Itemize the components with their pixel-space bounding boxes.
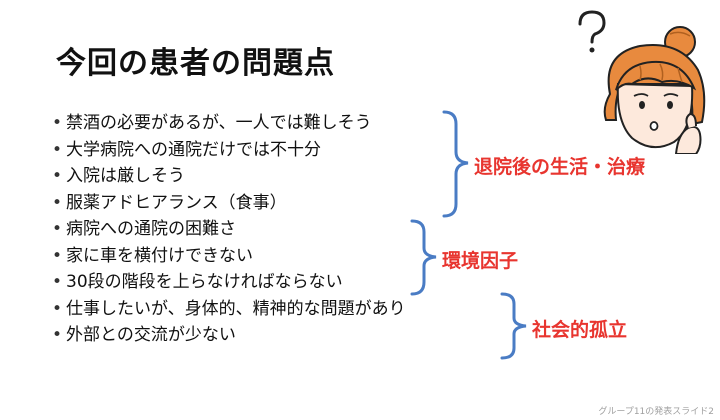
group-label-isolation: 社会的孤立 xyxy=(532,319,628,341)
bullet-text: 服薬アドヒアランス（食事） xyxy=(66,192,287,213)
bullet-text: 入院は厳しそう xyxy=(66,166,185,186)
bullet-item: •入院は厳しそう xyxy=(52,163,406,190)
group-label-environment: 環境因子 xyxy=(442,250,519,272)
bullet-text: 外部との交流が少ない xyxy=(66,325,236,345)
bullet-text: 30段の階段を上らなければならない xyxy=(66,272,343,292)
bullet-dot: • xyxy=(52,113,63,133)
bullet-item: •仕事したいが、身体的、精神的な問題があり xyxy=(52,296,406,323)
bullet-list: •禁酒の必要があるが、一人では難しそう •大学病院への通院だけでは不十分 •入院… xyxy=(52,110,406,349)
bullet-dot: • xyxy=(52,325,63,345)
bullet-text: 大学病院への通院だけでは不十分 xyxy=(66,139,321,160)
question-mark-icon xyxy=(578,10,606,53)
bullet-item: •家に車を横付けできない xyxy=(52,243,406,270)
thinking-woman-illustration xyxy=(578,10,706,154)
bullet-dot: • xyxy=(52,245,63,266)
bracket-environment xyxy=(410,219,437,296)
bracket-discharge xyxy=(442,110,469,218)
bullet-dot: • xyxy=(52,272,63,292)
bracket-isolation xyxy=(500,292,527,360)
bullet-dot: • xyxy=(52,192,63,213)
bullet-text: 家に車を横付けできない xyxy=(66,245,253,266)
bullet-text: 仕事したいが、身体的、精神的な問題があり xyxy=(66,298,406,319)
bullet-item: •30段の階段を上らなければならない xyxy=(52,269,406,296)
bullet-item: •外部との交流が少ない xyxy=(52,322,406,349)
bullet-dot: • xyxy=(52,166,63,186)
bullet-item: •服薬アドヒアランス（食事） xyxy=(52,190,406,217)
bullet-dot: • xyxy=(52,298,63,319)
slide-title: 今回の患者の問題点 xyxy=(56,46,335,81)
bullet-item: •病院への通院の困難さ xyxy=(52,216,406,243)
bullet-text: 禁酒の必要があるが、一人では難しそう xyxy=(66,113,372,133)
bullet-item: •禁酒の必要があるが、一人では難しそう xyxy=(52,110,406,137)
bullet-item: •大学病院への通院だけでは不十分 xyxy=(52,137,406,164)
group-label-discharge: 退院後の生活・治療 xyxy=(474,156,646,178)
slide-footer: グループ11の発表スライド2 xyxy=(598,407,714,417)
bullet-text: 病院への通院の困難さ xyxy=(66,219,236,239)
bullet-dot: • xyxy=(52,139,63,160)
bullet-dot: • xyxy=(52,219,63,239)
